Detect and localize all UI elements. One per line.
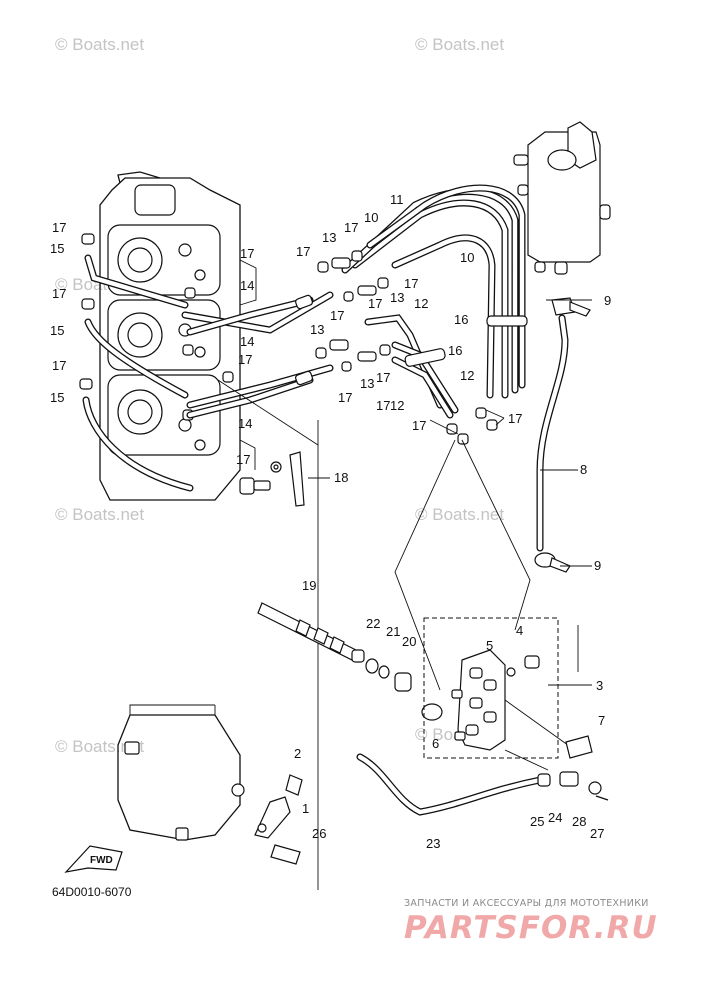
fwd-label: FWD (90, 855, 113, 866)
callout-9: 9 (594, 558, 601, 573)
callout-17: 17 (296, 244, 310, 259)
callout-9: 9 (604, 293, 611, 308)
diagram-code: 64D0010-6070 (52, 885, 132, 899)
callout-12: 12 (414, 296, 428, 311)
left-fittings (79, 233, 234, 421)
fitting-7 (565, 735, 593, 759)
callout-21: 21 (386, 624, 400, 639)
callout-17: 17 (376, 398, 390, 413)
hoses-15 (82, 254, 194, 492)
callout-11: 11 (390, 192, 404, 207)
callout-14: 14 (238, 416, 252, 431)
watermark: © Boats.net (55, 737, 144, 756)
callout-17: 17 (330, 308, 344, 323)
watermark: © Boats.net (55, 505, 144, 524)
callout-leaders (308, 299, 592, 686)
line-fittings (295, 250, 498, 445)
callout-10: 10 (364, 210, 378, 225)
callout-8: 8 (580, 462, 587, 477)
callout-12: 12 (390, 398, 404, 413)
callout-4: 4 (516, 623, 523, 638)
valve-assembly-box (423, 617, 559, 759)
callout-23: 23 (426, 836, 440, 851)
watermark: © Boats.net (415, 505, 504, 524)
callout-1: 1 (302, 801, 309, 816)
callout-17: 17 (52, 220, 66, 235)
callout-26: 26 (312, 826, 326, 841)
callout-16: 16 (454, 312, 468, 327)
callout-17: 17 (508, 411, 522, 426)
hose-clamp (404, 348, 446, 367)
lines-10-11 (341, 184, 526, 399)
callout-12: 12 (460, 368, 474, 383)
hose-8 (534, 297, 591, 573)
callout-15: 15 (50, 323, 64, 338)
callout-28: 28 (572, 814, 586, 829)
callout-17: 17 (240, 246, 254, 261)
brand-tagline: ЗАПЧАСТИ И АКСЕССУАРЫ ДЛЯ МОТОТЕХНИКИ (404, 898, 649, 909)
callout-2: 2 (294, 746, 301, 761)
engine-block (99, 171, 257, 501)
callout-14: 14 (240, 278, 254, 293)
callout-13: 13 (360, 376, 374, 391)
callout-27: 27 (590, 826, 604, 841)
callout-15: 15 (50, 390, 64, 405)
callout-13: 13 (310, 322, 324, 337)
cable-23 (356, 749, 609, 816)
callout-13: 13 (322, 230, 336, 245)
callout-17: 17 (344, 220, 358, 235)
bracket-18 (217, 379, 319, 507)
callout-10: 10 (460, 250, 474, 265)
callout-17: 17 (376, 370, 390, 385)
leader-lines (317, 420, 579, 890)
callout-18: 18 (334, 470, 348, 485)
lever-assembly (254, 774, 303, 865)
callout-25: 25 (530, 814, 544, 829)
callout-24: 24 (548, 810, 562, 825)
hoses-14 (181, 291, 334, 419)
watermark: © Boats.net (415, 35, 504, 54)
fwd-arrow: FWD (64, 845, 123, 873)
brand-logo: PARTSFOR.RU (404, 910, 658, 946)
callout-17: 17 (238, 352, 252, 367)
callout-17: 17 (404, 276, 418, 291)
callout-17: 17 (338, 390, 352, 405)
callout-22: 22 (366, 616, 380, 631)
valve-assembly (451, 649, 573, 751)
callout-17: 17 (368, 296, 382, 311)
callout-3: 3 (596, 678, 603, 693)
callout-16: 16 (448, 343, 462, 358)
callout-17: 17 (52, 286, 66, 301)
callout-6: 6 (432, 736, 439, 751)
callout-19: 19 (302, 578, 316, 593)
callout-numbers: 1 2 3 4 5 6 7 8 9 9 10 10 11 12 12 12 13… (50, 192, 611, 851)
callout-14: 14 (240, 334, 254, 349)
lower-housing (117, 704, 245, 841)
watermark: © Boats.net (55, 35, 144, 54)
callout-13: 13 (390, 290, 404, 305)
hose-clamp (486, 315, 528, 327)
callout-20: 20 (402, 634, 416, 649)
callout-17: 17 (236, 452, 250, 467)
callout-7: 7 (598, 713, 605, 728)
shaft-19 (257, 602, 365, 663)
callout-17: 17 (412, 418, 426, 433)
callout-15: 15 (50, 241, 64, 256)
seals (365, 658, 443, 721)
callout-17: 17 (52, 358, 66, 373)
primer-tank (513, 121, 611, 275)
callout-5: 5 (486, 638, 493, 653)
